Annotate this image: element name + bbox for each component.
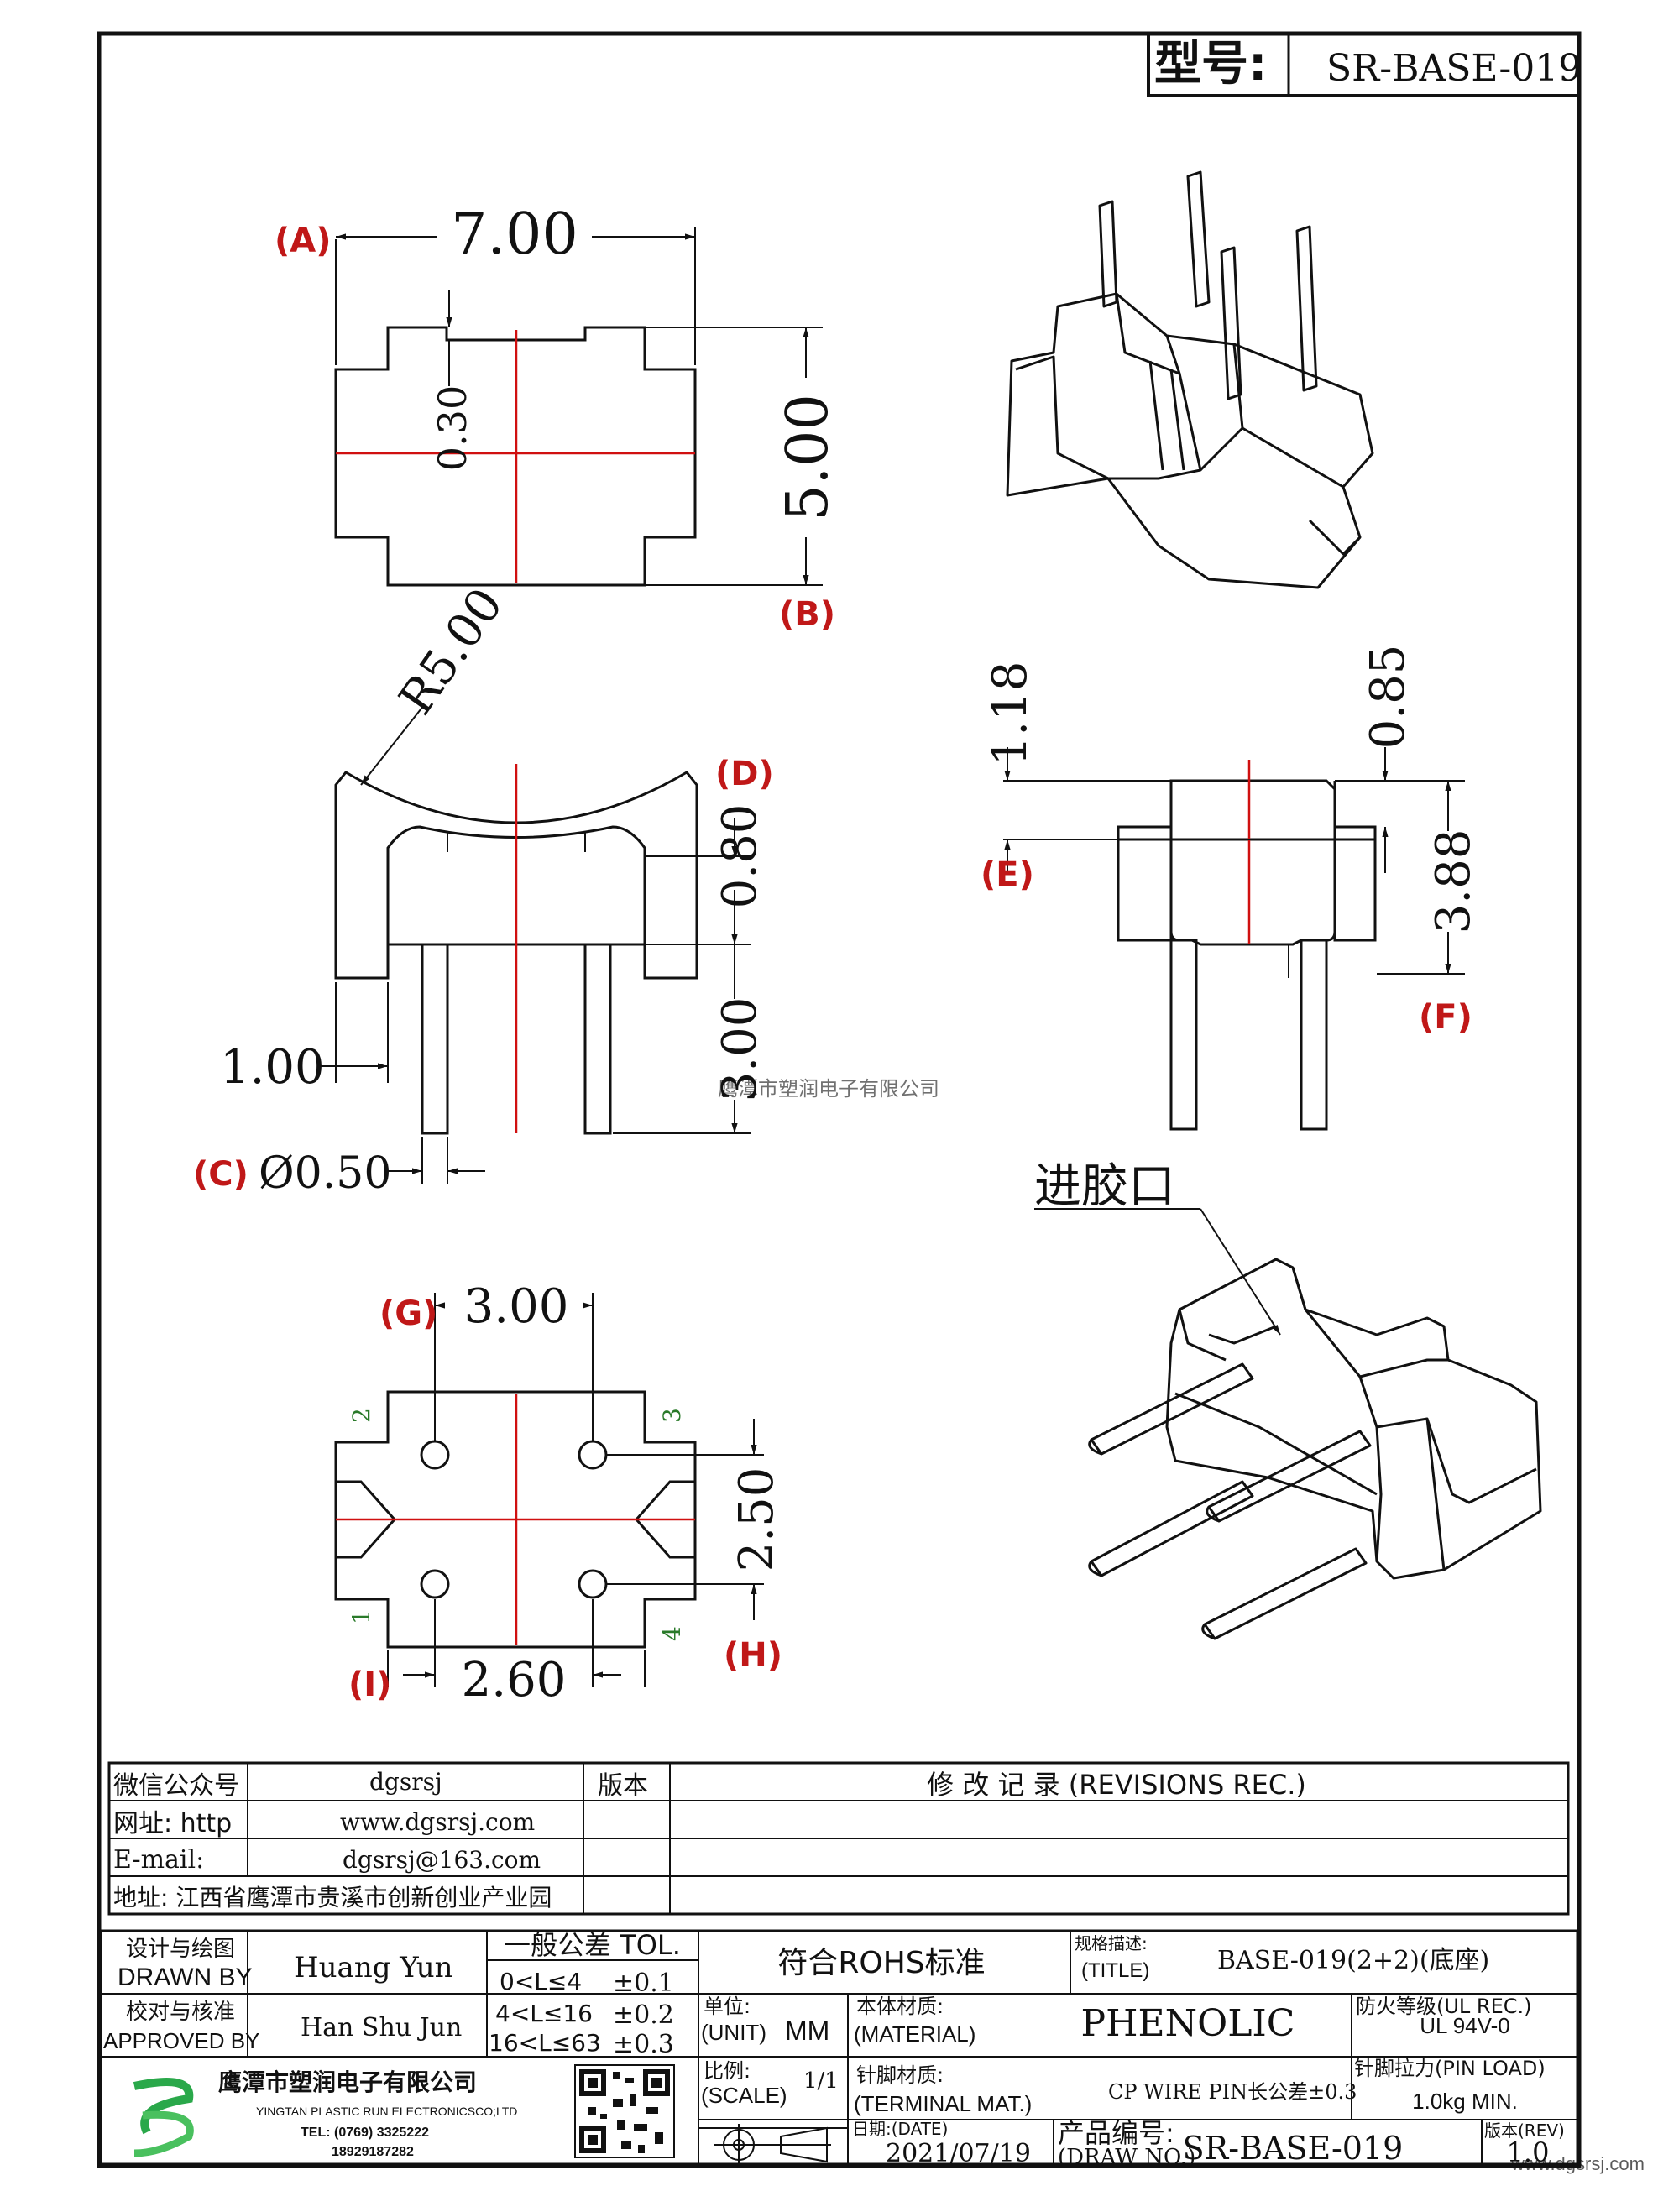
terminal-value: CP WIRE PIN长公差±0.3	[1108, 2080, 1357, 2104]
company-cn: 鹰潭市塑润电子有限公司	[218, 2068, 477, 2096]
pinload-value: 1.0kg MIN.	[1412, 2089, 1518, 2114]
company-tel: TEL: (0769) 3325222	[301, 2126, 429, 2140]
dim-e2: 0.85	[1361, 645, 1415, 750]
dim-top-width: 7.00	[451, 201, 578, 268]
material-value: PHENOLIC	[1081, 2002, 1295, 2045]
dim-d: 0.80	[713, 804, 767, 909]
title-en: (TITLE)	[1081, 1959, 1149, 1982]
drawn-en: DRAWN BY	[118, 1964, 253, 1991]
drawno-en: (DRAW NO.)	[1058, 2145, 1195, 2170]
scale-cn: 比例:	[704, 2059, 751, 2083]
title-value: BASE-019(2+2)(底座)	[1217, 1946, 1489, 1975]
web-label: 网址: http	[113, 1809, 232, 1838]
tol-value-2: ±0.2	[613, 2000, 674, 2030]
rev-value: 1.0	[1507, 2136, 1550, 2168]
dim-pin-dia: Ø0.50	[259, 1148, 391, 1199]
pin-number-4: 4	[658, 1626, 686, 1641]
pin-number-1: 1	[348, 1609, 375, 1624]
address: 地址: 江西省鹰潭市贵溪市创新创业产业园	[113, 1884, 552, 1911]
dim-side-offset: 1.00	[220, 1040, 325, 1095]
label-g: (G)	[379, 1294, 437, 1333]
unit-value: MM	[785, 2016, 829, 2046]
material-en: (MATERIAL)	[854, 2021, 975, 2047]
dim-h: 2.50	[730, 1467, 784, 1572]
iso-view-top	[1006, 170, 1374, 589]
tol-value-3: ±0.3	[613, 2030, 674, 2059]
pin-number-3: 3	[658, 1408, 686, 1423]
dim-i: 2.60	[462, 1653, 567, 1707]
dim-f: 3.88	[1426, 829, 1481, 934]
wechat-label: 微信公众号	[113, 1771, 239, 1801]
dim-top-height: 5.00	[775, 394, 841, 520]
label-h: (H)	[724, 1636, 782, 1675]
pinload-cn: 针脚拉力(PIN LOAD)	[1354, 2057, 1546, 2080]
date-cn: 日期:(DATE)	[852, 2119, 948, 2139]
title-cn: 规格描述:	[1075, 1933, 1148, 1953]
email-label: E-mail:	[113, 1845, 204, 1875]
site-watermark: www.dgsrsj.com	[1510, 2153, 1645, 2174]
dim-e: 1.18	[983, 662, 1038, 766]
drawno-value: SR-BASE-019	[1183, 2130, 1404, 2167]
projection-symbol	[714, 2124, 831, 2164]
date-value: 2021/07/19	[886, 2139, 1031, 2168]
revision-table: 微信公众号 dgsrsj 网址: http www.dgsrsj.com E-m…	[107, 1761, 1570, 1916]
label-i: (I)	[348, 1666, 391, 1704]
dim-g: 3.00	[464, 1279, 569, 1334]
label-d: (D)	[715, 755, 774, 793]
dim-top-notch: 0.30	[430, 385, 475, 471]
version-label: 版本	[598, 1771, 648, 1801]
email-value: dgsrsj@163.com	[343, 1846, 541, 1874]
watermark: 鹰潭市塑润电子有限公司	[718, 1077, 939, 1101]
top-view: 7.00 0.30 5.00 (A) (B)	[275, 201, 841, 634]
company-en: YINGTAN PLASTIC RUN ELECTRONICSCO;LTD	[256, 2105, 517, 2118]
gate-label: 进胶口	[1034, 1159, 1175, 1214]
tol-title: 一般公差 TOL.	[504, 1929, 681, 1961]
label-e: (E)	[981, 855, 1034, 894]
label-b: (B)	[779, 595, 835, 634]
drawn-cn: 设计与绘图	[126, 1937, 235, 1962]
approved-cn: 校对与核准	[126, 2000, 235, 2025]
pin-number-2: 2	[348, 1408, 375, 1423]
terminal-cn: 针脚材质:	[856, 2063, 944, 2087]
tol-range-3: 16<L≤63	[489, 2029, 601, 2057]
revisions-title: 修 改 记 录 (REVISIONS REC.)	[927, 1769, 1306, 1801]
approved-name: Han Shu Jun	[301, 2013, 462, 2042]
qr-code	[574, 2064, 675, 2158]
approved-en: APPROVED BY	[103, 2028, 259, 2053]
front-view: R5.00 0.80 3.00 1.00 Ø0.50 (C) (D)	[193, 578, 774, 1199]
ul-value: UL 94V-0	[1420, 2013, 1509, 2038]
side-view: 1.18 0.85 3.88 (E) (F)	[981, 645, 1481, 1131]
label-c: (C)	[193, 1155, 248, 1194]
rohs: 符合ROHS标准	[777, 1946, 985, 1980]
drawn-name: Huang Yun	[294, 1951, 453, 1985]
model-header: 型号: SR-BASE-019	[1147, 32, 1582, 97]
terminal-en: (TERMINAL MAT.)	[854, 2091, 1032, 2116]
dim-radius: R5.00	[389, 578, 514, 724]
unit-cn: 单位:	[704, 1995, 751, 2018]
drawno-cn: 产品编号:	[1058, 2117, 1174, 2149]
model-value: SR-BASE-019	[1326, 47, 1582, 90]
unit-en: (UNIT)	[701, 2020, 766, 2045]
iso-view-bottom: 进胶口	[1034, 1159, 1542, 1640]
scale-value: 1/1	[803, 2068, 839, 2094]
bottom-view: 3.00 2.50 2.60 (G) (H) (I) 1 2 3 4	[334, 1279, 784, 1707]
dim-pin-length: 3.00	[713, 997, 767, 1102]
ul-cn: 防火等级(UL REC.)	[1356, 1995, 1532, 2018]
wechat-value: dgsrsj	[369, 1768, 442, 1796]
tol-value-1: ±0.1	[613, 1969, 674, 1998]
model-label: 型号:	[1154, 37, 1267, 92]
drawing-frame	[97, 31, 1582, 2168]
material-cn: 本体材质:	[856, 1995, 944, 2018]
rev-cn: 版本(REV)	[1484, 2120, 1565, 2141]
company-mobile: 18929187282	[332, 2145, 414, 2159]
tol-range-1: 0<L≤4	[500, 1968, 582, 1995]
title-block: 设计与绘图 DRAWN BY Huang Yun 校对与核准 APPROVED …	[99, 1929, 1645, 2174]
label-a: (A)	[275, 222, 332, 260]
web-value: www.dgsrsj.com	[340, 1808, 535, 1836]
scale-en: (SCALE)	[701, 2083, 787, 2108]
company-logo	[133, 2078, 194, 2157]
label-f: (F)	[1419, 998, 1472, 1037]
tol-range-2: 4<L≤16	[495, 2000, 593, 2027]
